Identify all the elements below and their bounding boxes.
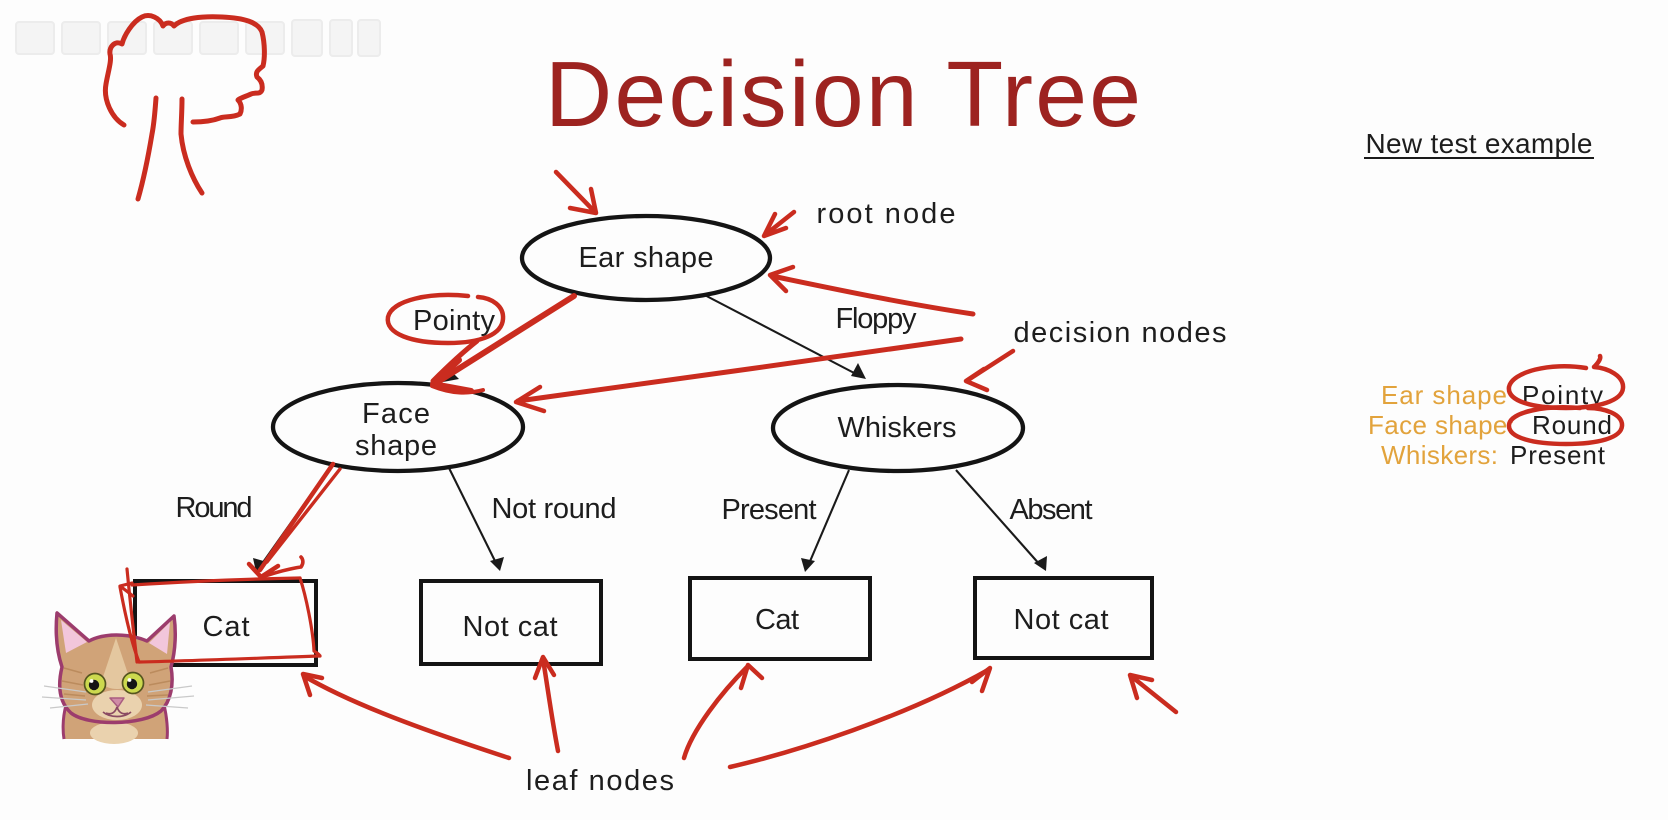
svg-text:leaf nodes: leaf nodes bbox=[526, 765, 674, 797]
svg-text:Whiskers:: Whiskers: bbox=[1381, 440, 1498, 470]
svg-text:Floppy: Floppy bbox=[836, 303, 918, 335]
svg-text:Decision Tree: Decision Tree bbox=[545, 42, 1141, 146]
svg-text:Not cat: Not cat bbox=[463, 611, 558, 643]
svg-text:New test example: New test example bbox=[1366, 128, 1593, 159]
svg-text:shape: shape bbox=[355, 430, 437, 462]
svg-text:Absent: Absent bbox=[1010, 494, 1093, 526]
svg-text:decision nodes: decision nodes bbox=[1014, 317, 1227, 349]
svg-text:Face shape:: Face shape: bbox=[1368, 410, 1515, 440]
svg-text:Face: Face bbox=[362, 398, 430, 430]
svg-text:Whiskers: Whiskers bbox=[838, 412, 957, 444]
svg-text:root node: root node bbox=[817, 198, 956, 230]
svg-text:Round: Round bbox=[176, 492, 253, 524]
svg-text:Not cat: Not cat bbox=[1014, 604, 1109, 636]
svg-text:Round: Round bbox=[1532, 410, 1612, 440]
svg-text:Ear shape: Ear shape bbox=[579, 242, 714, 274]
svg-text:Cat: Cat bbox=[203, 611, 250, 643]
svg-text:Ear shape: Ear shape bbox=[1381, 380, 1507, 410]
svg-text:Cat: Cat bbox=[755, 604, 799, 636]
svg-text:Pointy: Pointy bbox=[413, 305, 496, 337]
svg-text:Present: Present bbox=[722, 494, 817, 526]
svg-text:Not round: Not round bbox=[492, 493, 617, 525]
